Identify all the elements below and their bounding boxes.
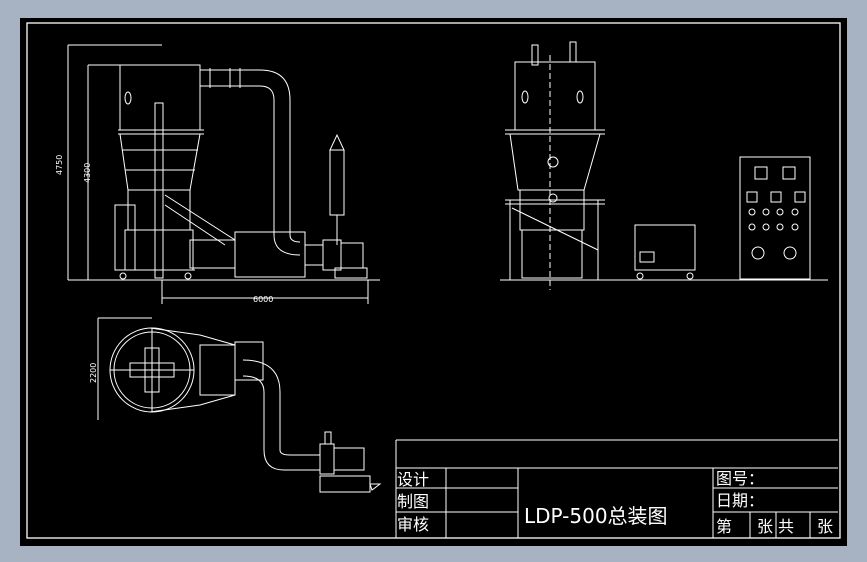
sheet-label: 第 (716, 517, 732, 536)
review-label: 审核 (397, 515, 429, 534)
dim-width: 2200 (89, 363, 98, 383)
side-elevation-view (500, 41, 828, 290)
sheet-unit: 张 (757, 517, 773, 536)
drawing-no-label: 图号： (716, 469, 764, 488)
drawing-title: LDP-500总装图 (524, 504, 668, 528)
plan-view (97, 317, 382, 493)
draw-label: 制图 (397, 492, 429, 511)
dim-length: 6000 (253, 295, 273, 304)
design-label: 设计 (397, 470, 429, 489)
drawing-border (26, 22, 841, 539)
total-unit: 张 (817, 517, 833, 536)
dim-height-total: 4750 (55, 155, 64, 175)
dim-height-body: 4300 (83, 163, 92, 183)
drawing-canvas (20, 18, 847, 546)
total-label: 共 (778, 517, 794, 536)
front-elevation-view (67, 44, 380, 304)
date-label: 日期： (716, 491, 764, 510)
title-block (395, 439, 838, 538)
